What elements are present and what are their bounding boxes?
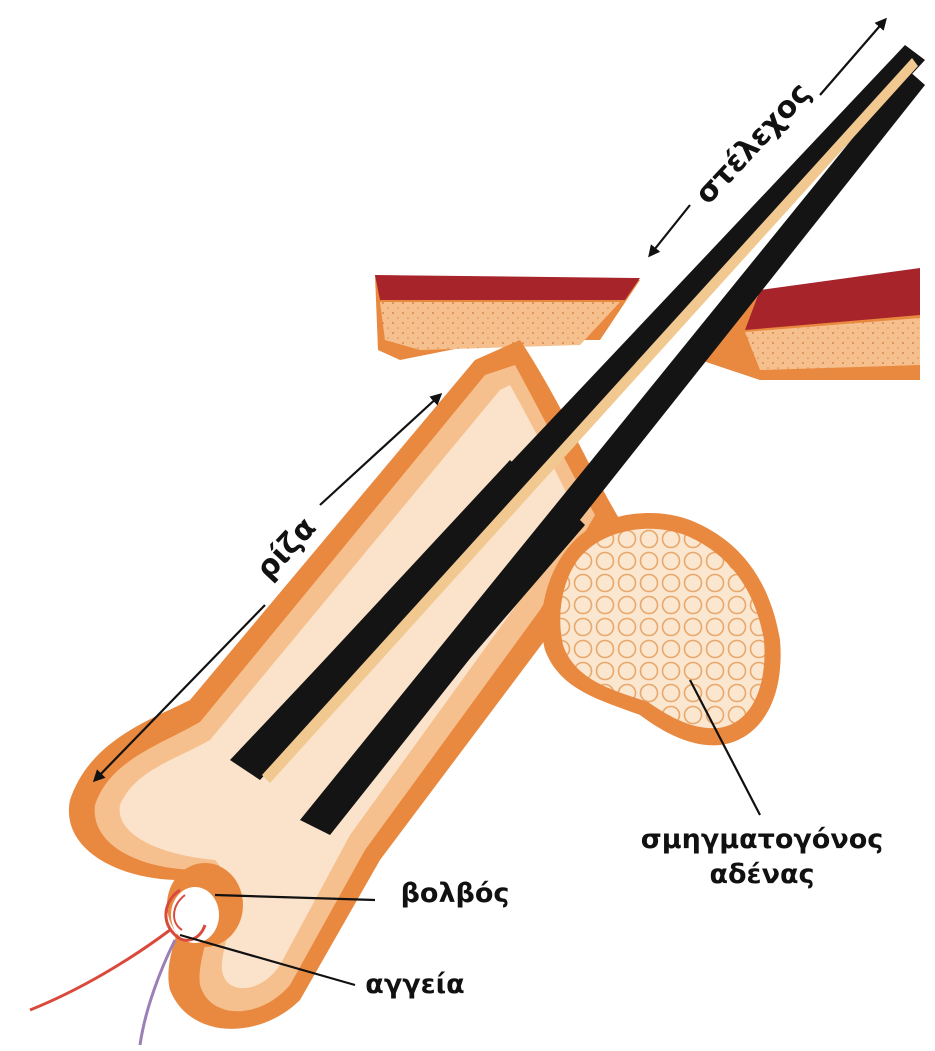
sebaceous-gland <box>542 513 781 745</box>
label-vessels: αγγεία <box>365 969 464 1000</box>
label-gland-line2: αδένας <box>709 859 814 890</box>
label-bulb: βολβός <box>401 878 510 909</box>
label-gland-line1: σμηγματογόνος <box>641 824 884 855</box>
